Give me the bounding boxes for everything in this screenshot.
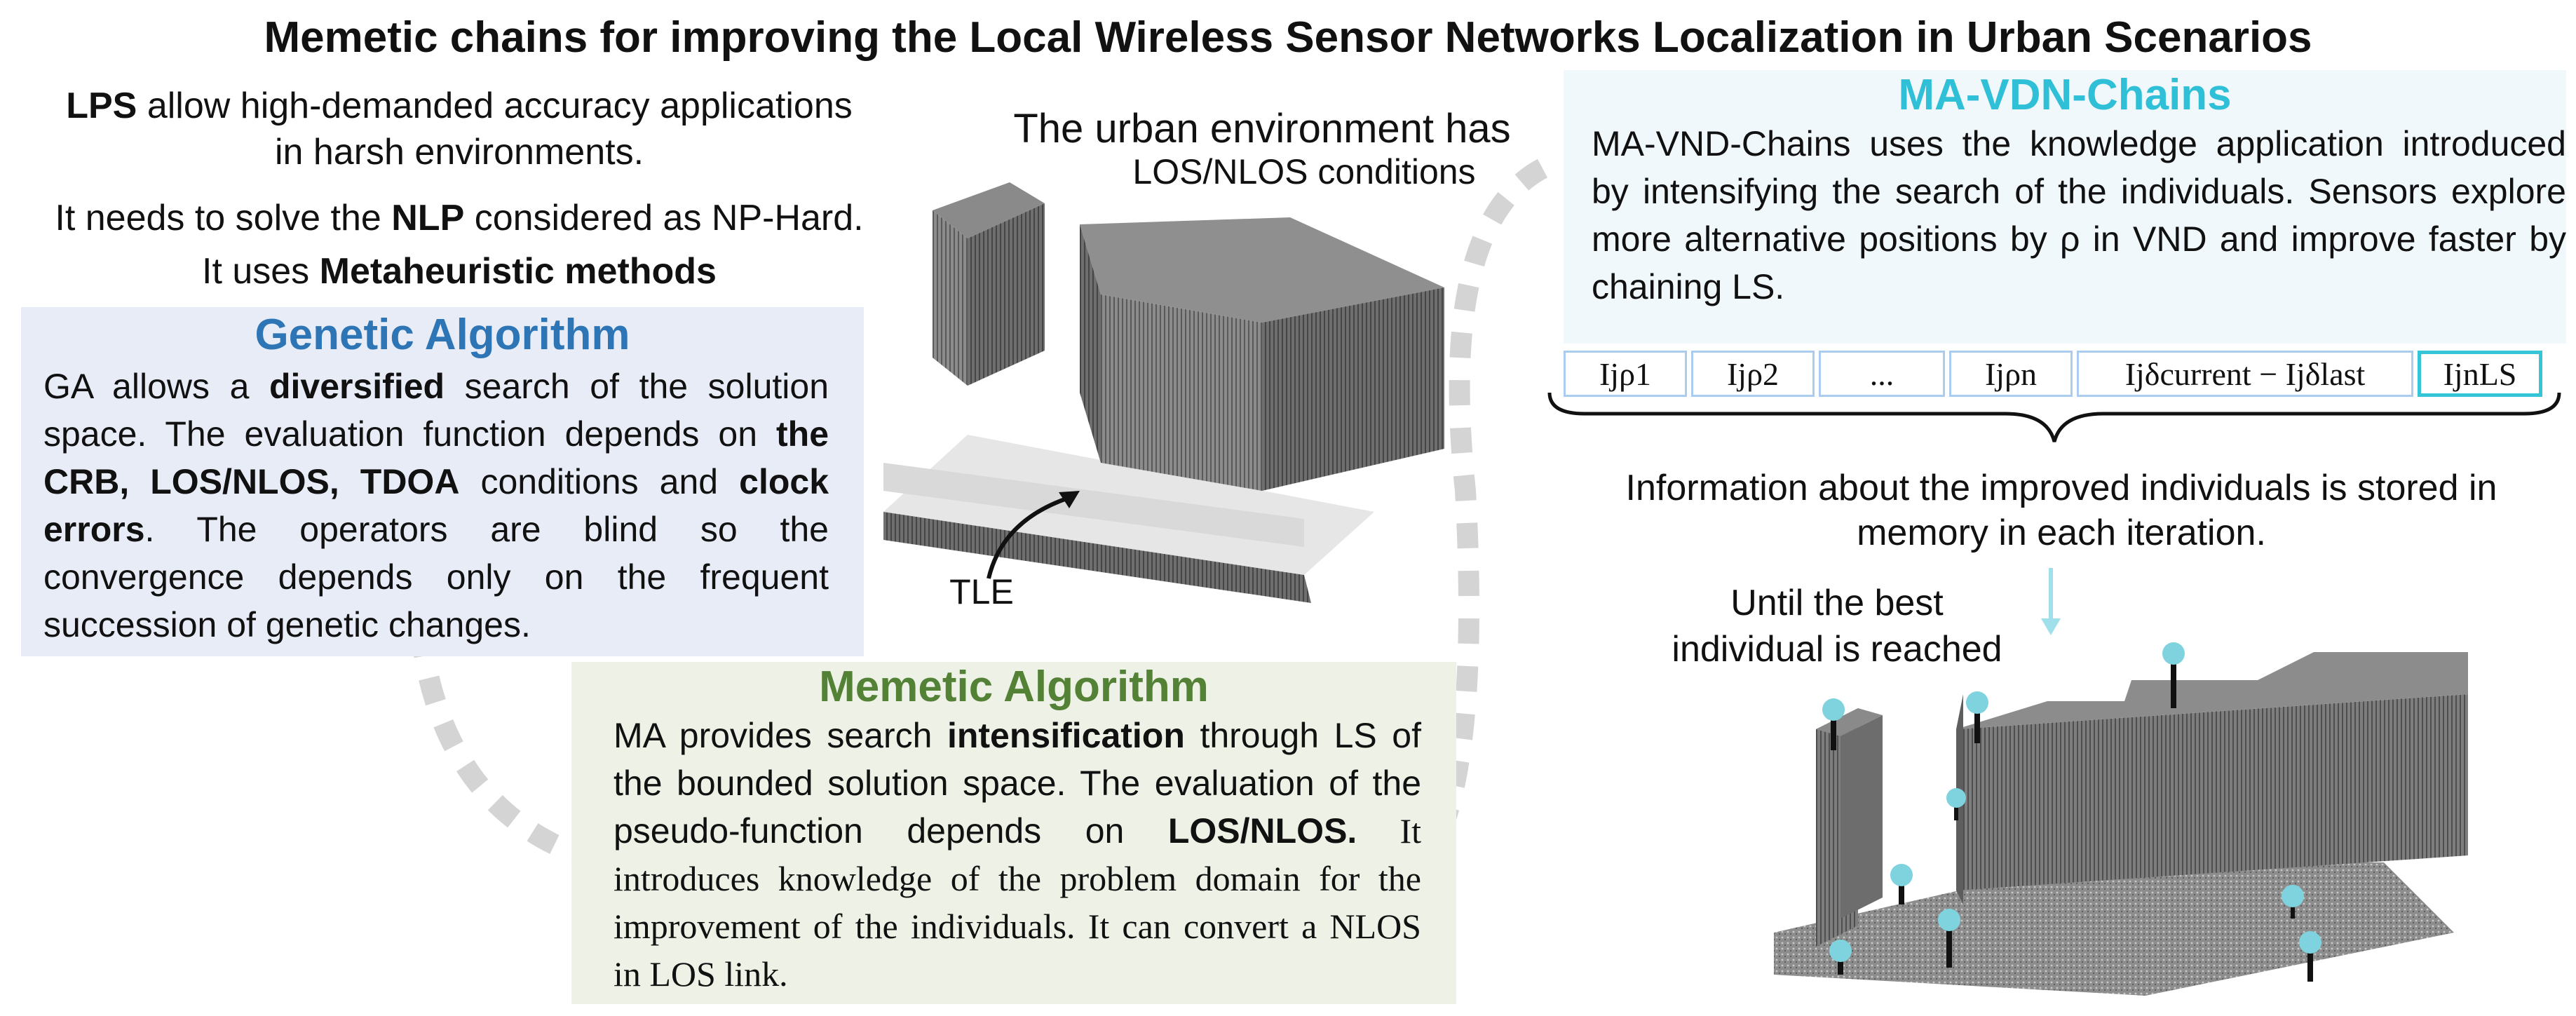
ma-text-1: MA provides search	[614, 716, 947, 755]
ga-crb: the CRB, LOS/NLOS, TDOA	[43, 414, 829, 501]
chain-cell-rho2: Ijρ2	[1691, 351, 1815, 397]
sensor-nodes	[1822, 642, 2321, 982]
tle-arrow	[987, 494, 1073, 579]
tle-arrow-head	[1059, 491, 1080, 508]
ma-los-nlos: LOS/NLOS.	[1167, 811, 1357, 851]
ma-text-3: It introduces knowledge of the problem d…	[614, 811, 1422, 994]
tle-label: TLE	[949, 572, 1014, 611]
ga-text-3: conditions and	[459, 462, 740, 501]
chain-cell-ellipsis: ...	[1819, 351, 1945, 397]
chain-cell-delta: Ijδcurrent − Ijδlast	[2077, 351, 2413, 397]
urban-scene-illustration	[883, 182, 1444, 603]
intro-line-3: It needs to solve the NLP considered as …	[21, 195, 897, 241]
road-top	[883, 463, 1304, 547]
left-tower-side	[1841, 715, 1883, 919]
intro-metaheuristic: Metaheuristic methods	[319, 251, 717, 292]
chain-cell-rhon: Ijρn	[1949, 351, 2073, 397]
sensor-scene-illustration	[1774, 642, 2468, 996]
ga-box: Genetic Algorithm GA allows a diversifie…	[21, 307, 864, 656]
vnd-chain: Ijρ1 Ijρ2 ... Ijρn Ijδcurrent − Ijδlast …	[1564, 351, 2542, 397]
block-top	[1080, 217, 1444, 323]
block-front-2	[1262, 287, 1444, 491]
info-line-2: memory in each iteration.	[1857, 513, 2266, 553]
left-building-front	[933, 210, 968, 386]
ga-body: GA allows a diversified search of the so…	[43, 363, 829, 649]
diagram-title: Memetic chains for improving the Local W…	[264, 13, 2312, 62]
ga-text-1: GA allows a	[43, 367, 269, 406]
left-building-top	[933, 182, 1045, 238]
ga-text-2: search of the solution space. The evalua…	[43, 367, 829, 454]
urban-line-2: LOS/NLOS conditions	[1132, 152, 1476, 191]
left-building-side	[968, 203, 1045, 386]
vnd-body: MA-VND-Chains uses the knowledge applica…	[1592, 124, 2566, 306]
until-line-1: Until the best	[1730, 583, 1944, 623]
vnd-box: MA-VDN-Chains MA-VND-Chains uses the kno…	[1564, 70, 2566, 344]
intro-line3-post: considered as NP-Hard.	[464, 198, 864, 238]
intro-line-1: LPS allow high-demanded accuracy applica…	[21, 83, 897, 129]
vnd-title: MA-VDN-Chains	[1898, 71, 2232, 119]
intro-block: LPS allow high-demanded accuracy applica…	[21, 83, 897, 294]
chain-cell-nls: IjnLS	[2418, 351, 2542, 397]
ma-text-2: through LS of the bounded solution space…	[614, 716, 1421, 851]
intro-line-4: It uses Metaheuristic methods	[21, 248, 897, 294]
chain-brace	[1547, 393, 2561, 442]
intro-line4-pre: It uses	[202, 251, 320, 292]
right-block-top	[1956, 652, 2468, 729]
ga-text-4: . The operators are blind so the converg…	[43, 510, 829, 644]
ga-title: Genetic Algorithm	[255, 311, 630, 359]
block-front-1	[1101, 294, 1262, 491]
info-line-1: Information about the improved individua…	[1625, 468, 2497, 508]
down-arrow	[2041, 568, 2061, 635]
road-strip	[883, 512, 1311, 603]
ga-clock-errors: clock errors	[43, 462, 829, 549]
ga-diversified: diversified	[269, 367, 445, 406]
urban-line-1: The urban environment has	[1013, 106, 1511, 151]
chain-cell-rho1: Ijρ1	[1564, 351, 1687, 397]
intro-line3-pre: It needs to solve the	[55, 198, 392, 238]
ma-box: Memetic Algorithm MA provides search int…	[571, 662, 1456, 1004]
ma-body: MA provides search intensification throu…	[614, 712, 1421, 998]
block-left	[1080, 224, 1101, 463]
intro-line1-text: allow high-demanded accuracy application…	[137, 86, 853, 126]
intro-nlp: NLP	[391, 198, 465, 238]
ma-intensification: intensification	[947, 716, 1185, 755]
until-line-2: individual is reached	[1672, 629, 2002, 670]
intro-line-2: in harsh environments.	[274, 132, 644, 172]
ma-title: Memetic Algorithm	[819, 663, 1209, 711]
intro-lps: LPS	[66, 86, 137, 126]
right-block-front	[1956, 694, 2468, 890]
